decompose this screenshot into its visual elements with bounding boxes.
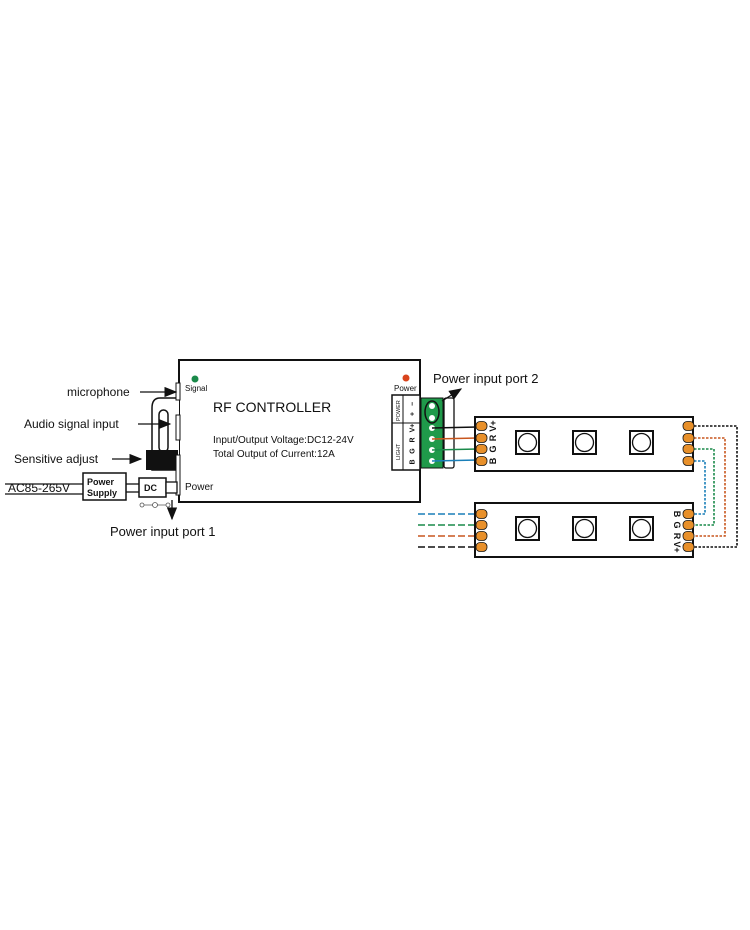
dc-polarity-icon [139, 502, 171, 508]
led-lens [517, 432, 538, 453]
wire-vplus [431, 426, 479, 429]
solder-pad [475, 542, 488, 552]
controller-box [178, 359, 421, 503]
solder-pad [475, 520, 488, 530]
terminal-pin-label: G [410, 448, 417, 454]
solder-pad [682, 542, 695, 552]
sensitive-knob [146, 450, 178, 470]
signal-led [191, 375, 199, 383]
terminal-pin-label: B [410, 459, 417, 464]
microphone-label: microphone [67, 385, 130, 399]
link-wire [694, 460, 706, 515]
solder-pad [682, 520, 695, 530]
led-lens [574, 432, 595, 453]
power-port-2-label: Power input port 2 [433, 371, 539, 386]
solder-pad [475, 456, 488, 466]
solder-pad [475, 509, 488, 519]
adjust-jack [175, 454, 181, 496]
power-supply-label-1: Power [87, 477, 115, 487]
solder-pad [475, 421, 488, 431]
audio-slot [158, 409, 169, 453]
terminal-cover [443, 397, 455, 469]
led-lens [631, 518, 652, 539]
power-led [402, 374, 410, 382]
terminal-hole [429, 403, 435, 409]
terminal-hole [429, 415, 435, 421]
strip-pin-label: G [488, 445, 498, 452]
controller-title: RF CONTROLLER [213, 399, 331, 415]
strip-pin-label: V+ [488, 420, 498, 431]
link-wire [694, 437, 726, 537]
spec-current: Total Output of Current:12A [213, 449, 335, 460]
power-port-2-ring [424, 400, 440, 424]
terminal-power-label: POWER [396, 400, 402, 421]
ac-input-label: AC85-265V [8, 481, 70, 495]
power-port-1-label: Power input port 1 [110, 524, 216, 539]
solder-pad [682, 509, 695, 519]
solder-pad [682, 456, 695, 466]
terminal-light-label: LIGHT [396, 443, 402, 460]
terminal-pin-label: V+ [410, 424, 417, 433]
led-lens [574, 518, 595, 539]
terminal-pin-label: − [410, 402, 417, 406]
wire-b [431, 459, 479, 462]
strip-pin-label: V+ [672, 541, 682, 552]
terminal-label-block [391, 394, 421, 471]
strip-pin-label: B [488, 457, 498, 464]
solder-pad [682, 531, 695, 541]
solder-pad [475, 444, 488, 454]
strip-pin-label: R [672, 533, 682, 540]
dc-label: DC [144, 483, 157, 493]
link-wire [694, 425, 738, 548]
mic-jack [175, 382, 181, 401]
solder-pad [682, 433, 695, 443]
power-jack-label: Power [185, 482, 214, 493]
solder-pad [475, 531, 488, 541]
solder-pad [682, 421, 695, 431]
strip-pin-label: B [672, 511, 682, 518]
power-supply-box [82, 472, 127, 501]
wire-g [431, 448, 479, 451]
audio-input-label: Audio signal input [24, 417, 119, 431]
link-wire [694, 448, 715, 526]
signal-led-label: Signal [185, 384, 207, 393]
strip-pin-label: R [488, 434, 498, 441]
power-port-2-arrow [441, 388, 463, 402]
sensitive-adjust-label: Sensitive adjust [14, 452, 99, 466]
solder-pad [475, 433, 488, 443]
wire-r [431, 437, 479, 440]
solder-pad [682, 444, 695, 454]
spec-voltage: Input/Output Voltage:DC12-24V [213, 435, 354, 446]
strip-pin-label: G [672, 521, 682, 528]
power-led-label: Power [394, 384, 417, 393]
terminal-pin-label: R [410, 437, 417, 442]
power-supply-label-2: Supply [87, 488, 117, 498]
led-lens [517, 518, 538, 539]
audio-jack [175, 414, 181, 441]
led-strip-1: V+ RGB [474, 416, 695, 472]
terminal-pin-label: + [410, 412, 417, 416]
led-lens [631, 432, 652, 453]
